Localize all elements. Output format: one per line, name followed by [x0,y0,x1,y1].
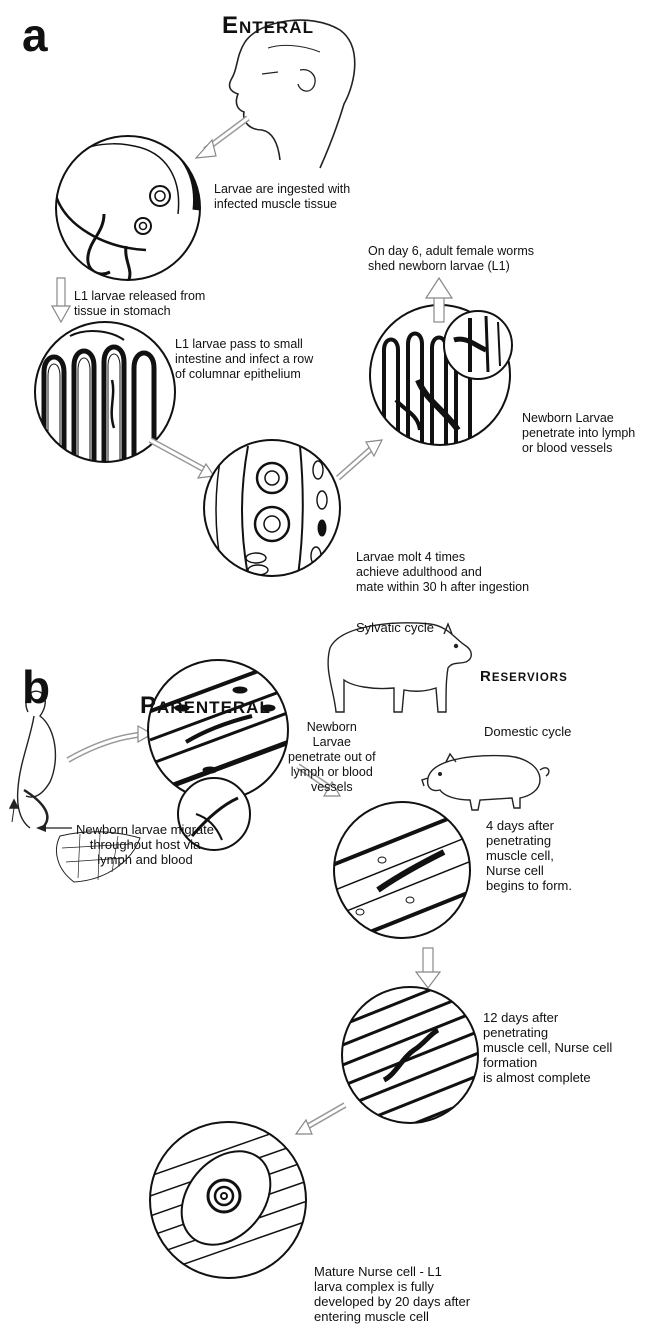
muscle-cell-day4-icon [330,802,490,944]
caption-day12: 12 days after penetrating muscle cell, N… [483,1010,612,1085]
caption-day4: 4 days after penetrating muscle cell, Nu… [486,818,572,893]
caption-penetrate: Newborn Larvae penetrate into lymph or b… [522,411,635,456]
bear-icon [328,623,471,712]
pig-icon [422,754,549,810]
caption-ingest: Larvae are ingested with infected muscle… [214,182,350,212]
caption-intestine: L1 larvae pass to small intestine and in… [175,337,313,382]
lymph-vessel-icon [370,305,512,452]
panel-b-label: b [22,664,50,710]
panel-b-title: PARENTERAL [140,692,271,720]
panel-a-label: a [22,12,48,58]
reservoirs-label: RESERVIORS [480,668,568,686]
nurse-cell-icon [150,1120,310,1278]
adult-worms-icon [204,440,340,576]
domestic-cycle-label: Domestic cycle [484,724,571,740]
intestine-villi-icon [35,322,175,470]
muscle-cell-day12-icon [330,970,498,1150]
panel-a-title: ENTERAL [222,12,314,40]
caption-release: L1 larvae released from tissue in stomac… [74,289,205,319]
sylvatic-cycle-label: Sylvatic cycle [356,620,434,636]
stomach-icon [52,131,200,282]
human-head-icon [230,20,355,168]
caption-mature: Mature Nurse cell - L1 larva complex is … [314,1264,470,1324]
caption-penetrate-out: Newborn Larvae penetrate out of lymph or… [288,720,376,795]
caption-shed: On day 6, adult female worms shed newbor… [368,244,534,274]
caption-migrate: Newborn larvae migrate throughout host v… [76,822,214,867]
caption-molt: Larvae molt 4 times achieve adulthood an… [356,550,529,595]
